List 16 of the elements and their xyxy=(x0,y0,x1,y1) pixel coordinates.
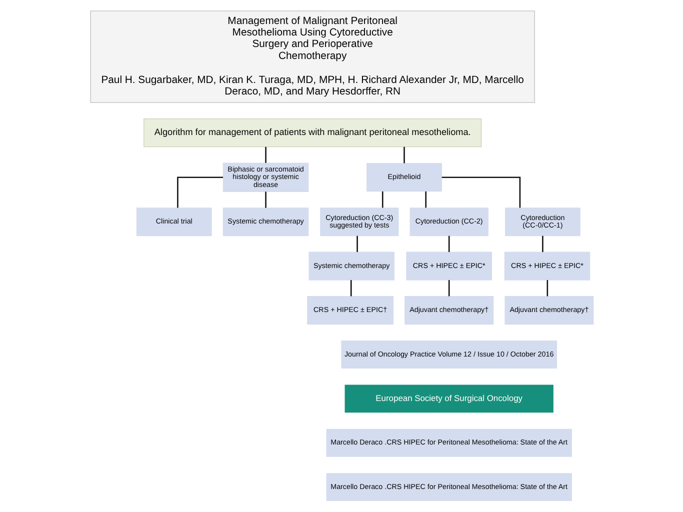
connector xyxy=(546,280,548,296)
connector xyxy=(264,146,266,163)
connector xyxy=(381,191,383,208)
connector xyxy=(350,280,352,296)
connector xyxy=(176,176,223,208)
connector xyxy=(542,236,543,252)
connector xyxy=(424,191,426,208)
connector xyxy=(356,236,358,252)
connector xyxy=(264,192,266,208)
connector xyxy=(448,236,450,252)
label: European Society of Surgical Oncology xyxy=(375,392,522,403)
connector xyxy=(403,146,404,164)
connector xyxy=(448,280,450,296)
node-box: Management of Malignant Peritoneal Mesothelioma Using Cytoreductive Surgery and Perioperative Chemotherapy Paul H. Sugarbaker, MD, Kiran K. Turaga, MD, MPH, H. Richard Alexander Jr, MD, Marcello Deraco, MD, and Mary Hesdorffer, RN xyxy=(90,10,534,103)
connector xyxy=(441,176,520,208)
node-box: Algorithm for management of patients with malignant peritoneal mesothelioma. xyxy=(143,118,482,148)
